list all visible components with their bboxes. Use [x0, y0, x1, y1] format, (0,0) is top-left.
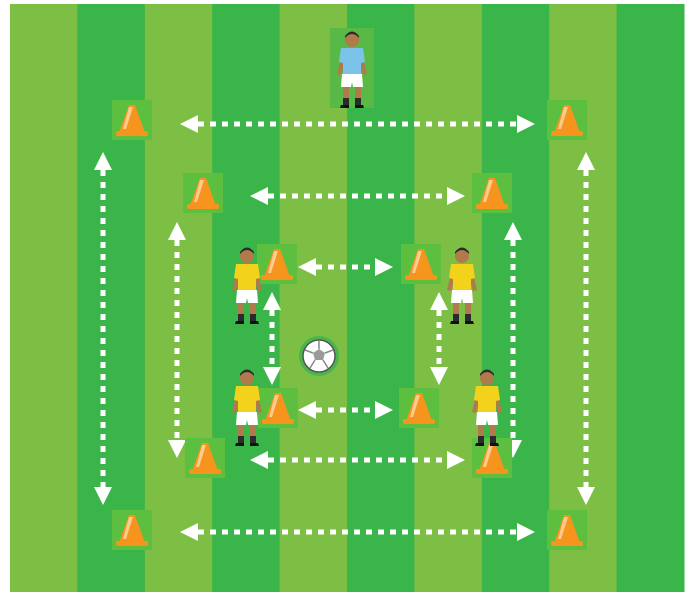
cone-inner-bottom-right	[399, 388, 439, 428]
cone-base	[189, 469, 221, 474]
pitch-stripe	[145, 4, 213, 592]
cone-base	[116, 541, 148, 546]
player-boot	[235, 443, 244, 446]
pitch-stripe	[482, 4, 550, 592]
player-sock	[465, 314, 471, 321]
player-boot	[490, 443, 499, 446]
player-sock	[453, 314, 459, 321]
cone-base	[551, 131, 583, 136]
pitch-stripe	[77, 4, 145, 592]
player-sock	[250, 314, 256, 321]
player-sock	[490, 436, 496, 443]
cone-outer-top-right	[547, 100, 587, 140]
cone-middle-top-left	[183, 173, 223, 213]
cone-base	[476, 469, 508, 474]
player-sock	[355, 98, 361, 105]
cone-base	[187, 204, 219, 209]
cone-outer-top-left	[112, 100, 152, 140]
cone-base	[116, 131, 148, 136]
player-sock	[343, 98, 349, 105]
player-boot	[250, 443, 259, 446]
cone-inner-bottom-left	[258, 388, 298, 428]
player-sock	[250, 436, 256, 443]
cone-base	[476, 204, 508, 209]
cone-middle-top-right	[472, 173, 512, 213]
cone-outer-bottom-left	[112, 510, 152, 550]
cone-base	[551, 541, 583, 546]
player-boot	[235, 321, 244, 324]
pitch-stripe	[549, 4, 617, 592]
cone-base	[261, 275, 293, 280]
player-boot	[450, 321, 459, 324]
cone-middle-bottom-left	[185, 438, 225, 478]
player-boot	[475, 443, 484, 446]
cone-base	[403, 419, 435, 424]
player-sock	[238, 314, 244, 321]
cone-outer-bottom-right	[547, 510, 587, 550]
player-boot	[250, 321, 259, 324]
pitch-stripe	[617, 4, 685, 592]
soccer-ball	[299, 336, 339, 376]
player-boot	[340, 105, 349, 108]
player-boot	[355, 105, 364, 108]
cone-inner-top-left	[257, 244, 297, 284]
pitch-stripe	[10, 4, 78, 592]
cone-inner-top-right	[401, 244, 441, 284]
cone-base	[405, 275, 437, 280]
player-boot	[465, 321, 474, 324]
coach	[330, 28, 374, 108]
player-sock	[478, 436, 484, 443]
cone-base	[262, 419, 294, 424]
player-sock	[238, 436, 244, 443]
